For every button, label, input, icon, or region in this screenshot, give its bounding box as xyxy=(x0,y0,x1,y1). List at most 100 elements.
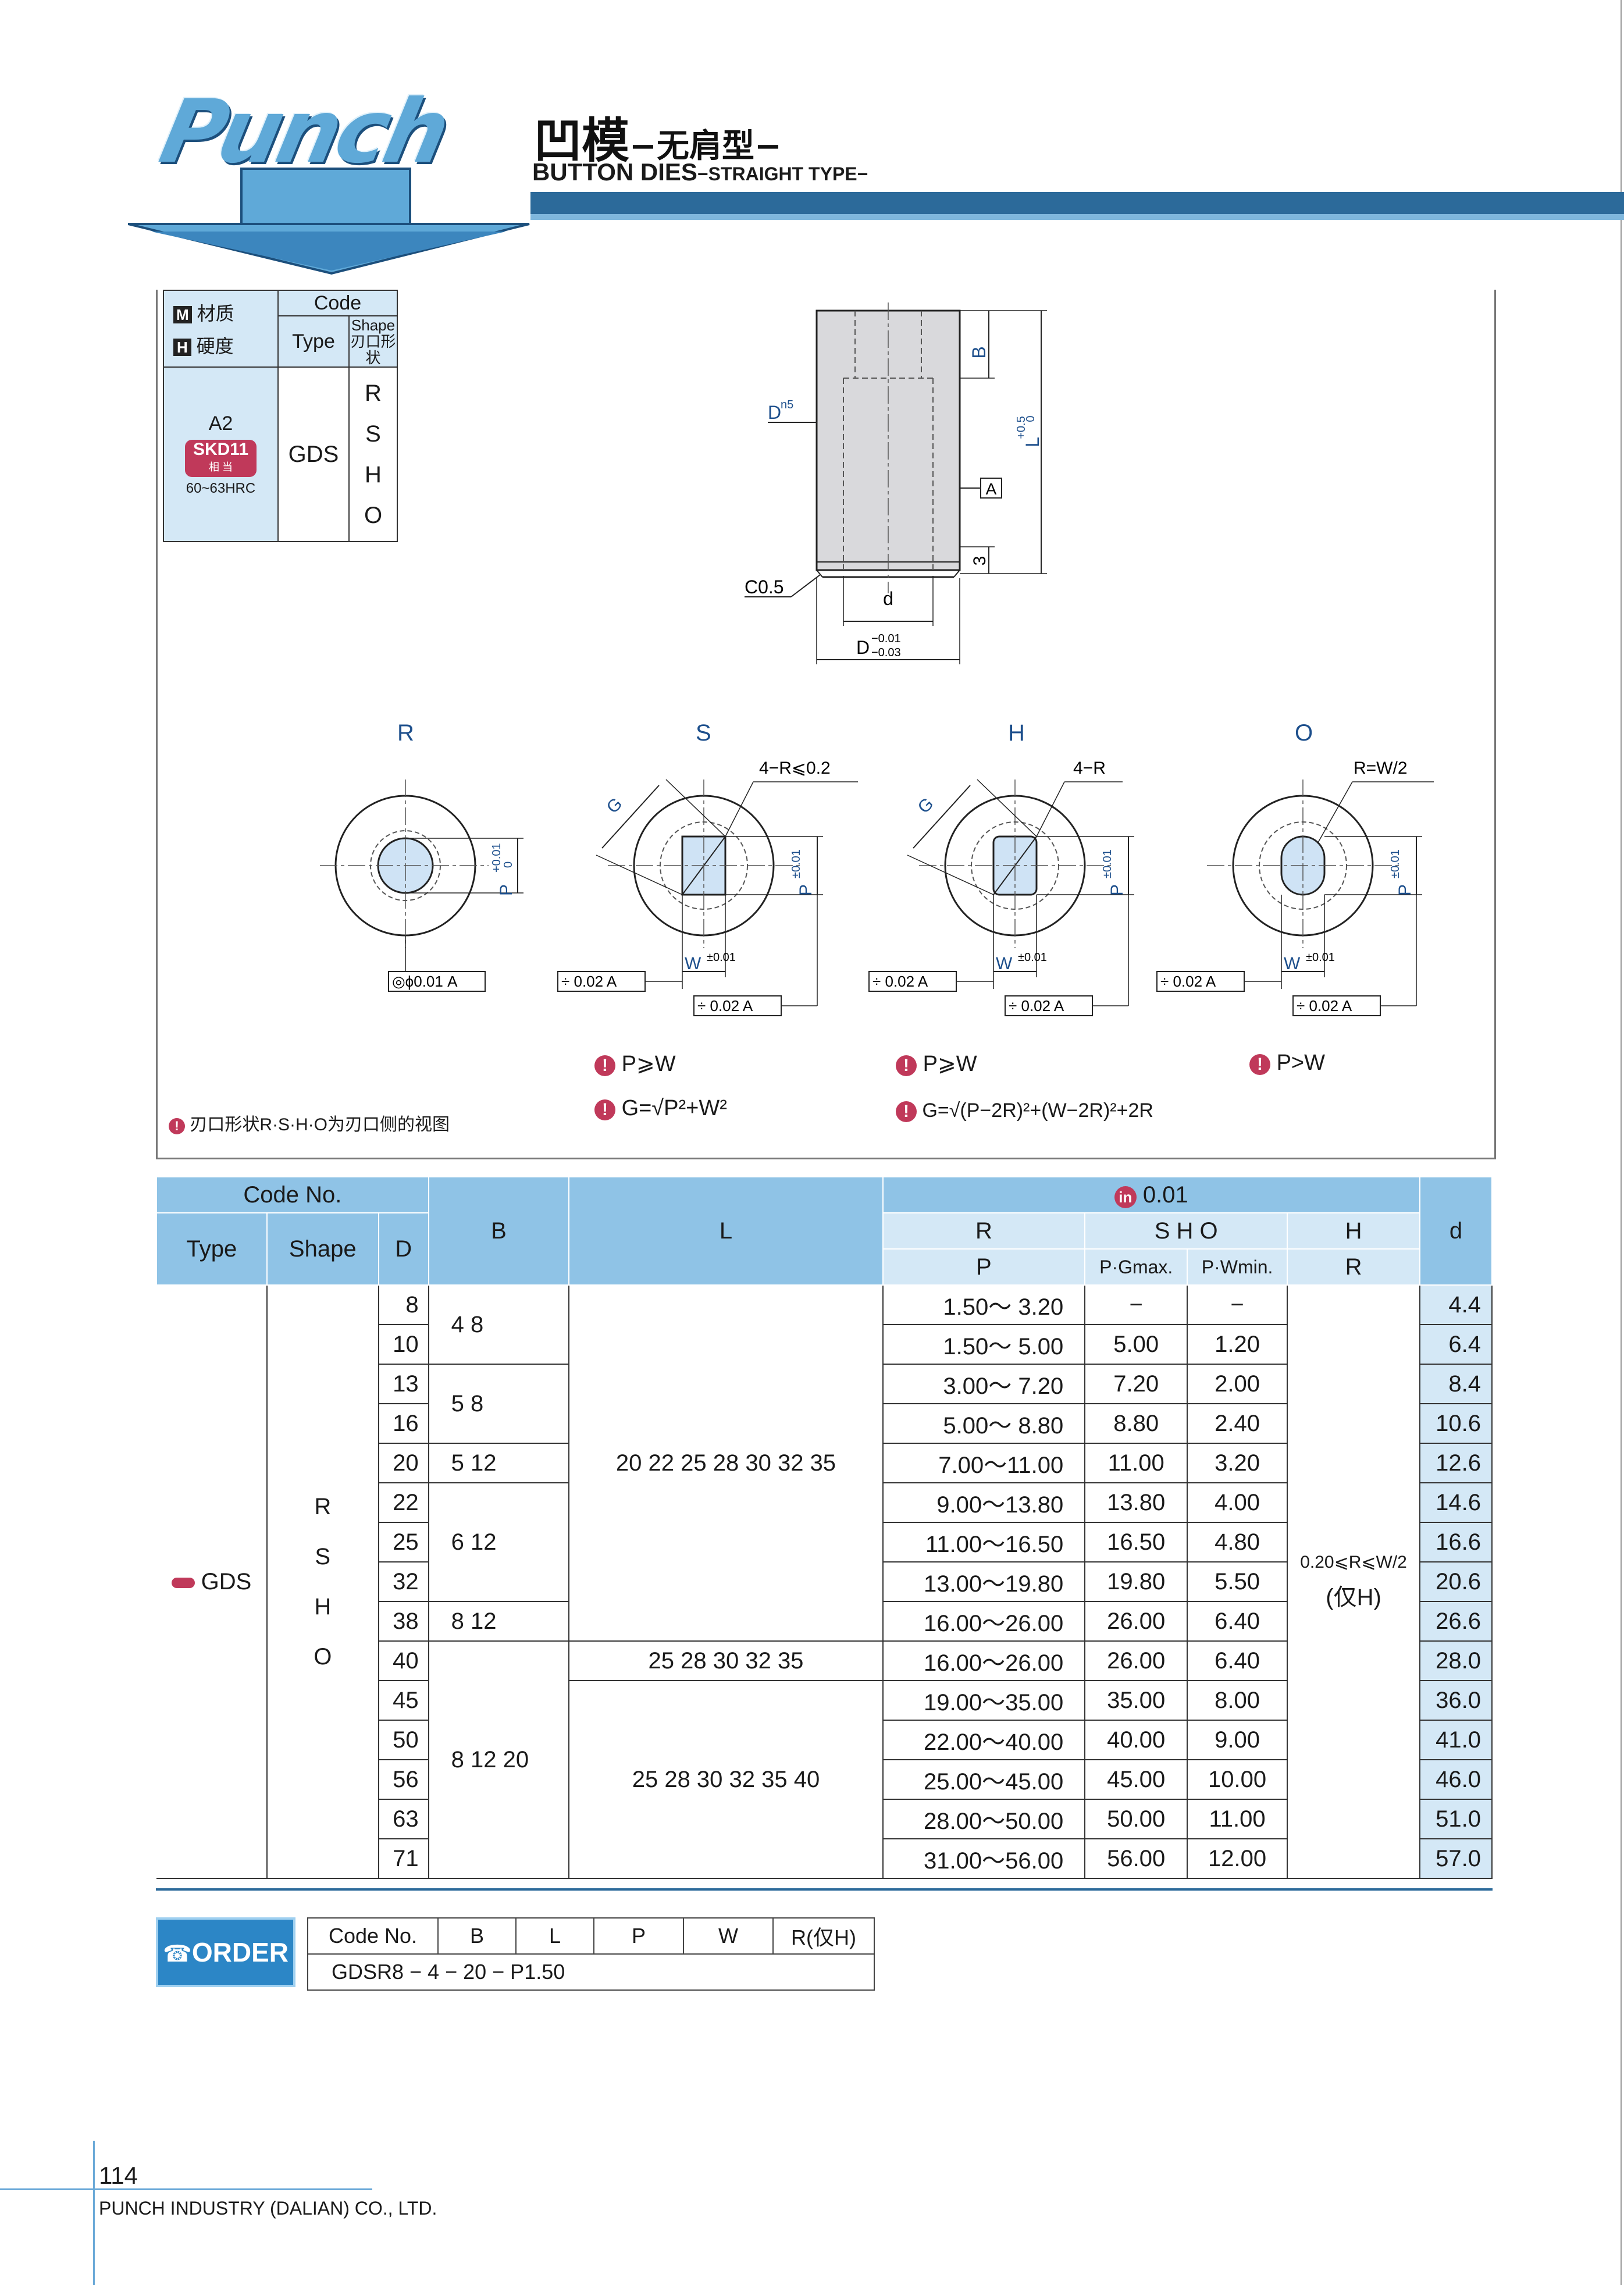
cell-d: 10 xyxy=(377,1324,429,1365)
cell-wmin: 6.40 xyxy=(1187,1640,1288,1681)
cell-d: 13 xyxy=(377,1364,429,1404)
cell-d: 38 xyxy=(377,1601,429,1642)
h-tolerance-2: ÷ 0.02 A xyxy=(1009,997,1064,1015)
cell-b: 6 12 xyxy=(428,1482,570,1602)
cell-l-group3: 25 28 30 32 35 40 xyxy=(568,1680,884,1879)
th-shape: Shape xyxy=(266,1212,379,1286)
rule-o-text: P>W xyxy=(1276,1051,1325,1075)
shape-h: H xyxy=(365,462,382,487)
cell-d: 25 xyxy=(377,1522,429,1563)
unit-text: 0.01 xyxy=(1142,1181,1188,1208)
shape-header-cn: 刃口形状 xyxy=(350,333,396,366)
cell-p: 1.50～ 3.20 xyxy=(882,1284,1086,1325)
s-dim-p: P xyxy=(796,884,815,896)
cell-d: 8 xyxy=(377,1284,429,1325)
material-value: A2 xyxy=(208,412,233,435)
table-row: 71 31.00～56.00 56.00 12.00 57.0 xyxy=(156,1838,1493,1879)
cell-gmax: 5.00 xyxy=(1084,1324,1188,1365)
order-badge: ☎ORDER xyxy=(156,1917,295,1987)
title-cn-sub: −无肩型− xyxy=(629,127,782,165)
table-row: 25 11.00～16.50 16.50 4.80 16.6 xyxy=(156,1522,1493,1563)
cell-wmin: 4.00 xyxy=(1187,1482,1288,1523)
s-dim-w-pm: ±0.01 xyxy=(707,951,736,964)
table-row: 13 5 8 3.00～ 7.20 7.20 2.00 8.4 xyxy=(156,1364,1493,1444)
th-sho: S H O xyxy=(1084,1212,1288,1250)
cell-gmax: 13.80 xyxy=(1084,1482,1188,1523)
cell-d: 63 xyxy=(377,1799,429,1839)
page-number: 114 xyxy=(99,2162,138,2189)
th-code-no: Code No. xyxy=(156,1176,429,1213)
type-cell: GDS xyxy=(156,1284,268,1879)
formula-h: ! G=√(P−2R)²+(W−2R)²+2R xyxy=(896,1099,1153,1122)
header-bar-light xyxy=(530,214,1624,220)
o-dim-w-pm: ±0.01 xyxy=(1306,951,1335,964)
shape-h: H xyxy=(314,1594,332,1620)
r-tolerance: ◎ϕ0.01 A xyxy=(392,973,458,990)
cell-b: 8 12 xyxy=(428,1601,570,1642)
cell-b: 4 8 xyxy=(428,1284,570,1365)
view-s-drawing: 4−R⩽0.2 G P ±0.01 W ±0.01 ÷ 0.02 A ÷ 0.0… xyxy=(557,759,858,1016)
cell-p: 19.00～35.00 xyxy=(882,1680,1086,1721)
s-note: 4−R⩽0.2 xyxy=(759,759,831,778)
cell-d-lower: 36.0 xyxy=(1419,1680,1493,1721)
table-row: 16 5.00～ 8.80 8.80 2.40 10.6 xyxy=(156,1403,1493,1444)
dim-b: B xyxy=(968,346,989,358)
cell-wmin: 4.80 xyxy=(1187,1522,1288,1563)
th-pgmax: P·Gmax. xyxy=(1084,1248,1188,1286)
dim-l: L xyxy=(1022,437,1043,447)
cell-p: 22.00～40.00 xyxy=(882,1720,1086,1760)
cell-wmin: 11.00 xyxy=(1187,1799,1288,1839)
cell-d-lower: 8.4 xyxy=(1419,1364,1493,1404)
h-range-cell: 0.20⩽R⩽W/2(仅H) xyxy=(1287,1284,1420,1879)
o-tolerance-2: ÷ 0.02 A xyxy=(1297,997,1352,1015)
th-r2: R xyxy=(1287,1248,1420,1286)
cell-wmin: 10.00 xyxy=(1187,1759,1288,1800)
o-dim-p-pm: ±0.01 xyxy=(1389,849,1402,878)
cell-gmax: 56.00 xyxy=(1084,1838,1188,1879)
h-icon: H xyxy=(173,339,191,356)
th-r: R xyxy=(882,1212,1086,1250)
cell-gmax: 7.20 xyxy=(1084,1364,1188,1404)
th-d-lower: d xyxy=(1419,1176,1493,1286)
page-title-en: BUTTON DIES−STRAIGHT TYPE− xyxy=(532,158,868,186)
shape-cell: R S H O xyxy=(266,1284,379,1879)
h-dim-g: G xyxy=(914,794,938,817)
table-row: 38 8 12 16.00～26.00 26.00 6.40 26.6 xyxy=(156,1601,1493,1642)
type-header: Type xyxy=(277,315,350,368)
cell-d: 32 xyxy=(377,1561,429,1602)
cell-wmin: 2.40 xyxy=(1187,1403,1288,1444)
cell-gmax: 26.00 xyxy=(1084,1640,1188,1681)
shape-header-en: Shape xyxy=(351,316,396,334)
warning-icon: ! xyxy=(594,1055,615,1076)
cell-gmax: 16.50 xyxy=(1084,1522,1188,1563)
cell-wmin: − xyxy=(1187,1284,1288,1325)
cell-gmax: − xyxy=(1084,1284,1188,1325)
title-en-sub: −STRAIGHT TYPE− xyxy=(697,163,868,184)
table-row: 56 25.00～45.00 45.00 10.00 46.0 xyxy=(156,1759,1493,1800)
in-icon: in xyxy=(1114,1186,1137,1208)
table-row: 22 6 12 9.00～13.80 13.80 4.00 14.6 xyxy=(156,1482,1493,1602)
h-dim-w-pm: ±0.01 xyxy=(1018,951,1047,964)
formula-s: ! G=√P²+W² xyxy=(594,1096,727,1121)
s-tolerance-2: ÷ 0.02 A xyxy=(697,997,753,1015)
page-title-cn: 凹模−无肩型− xyxy=(534,102,782,171)
o-note: R=W/2 xyxy=(1354,759,1408,778)
cell-wmin: 8.00 xyxy=(1187,1680,1288,1721)
badge-sub: 相 当 xyxy=(208,461,233,473)
view-o-drawing: R=W/2 P ±0.01 W ±0.01 ÷ 0.02 A ÷ 0.02 A xyxy=(1156,759,1434,1016)
cell-p: 1.50～ 5.00 xyxy=(882,1324,1086,1365)
h-dim-p: P xyxy=(1107,884,1127,896)
cell-d-lower: 10.6 xyxy=(1419,1403,1493,1444)
cell-d: 50 xyxy=(377,1720,429,1760)
skd11-badge: SKD11 相 当 xyxy=(184,439,257,477)
cell-d: 40 xyxy=(377,1640,429,1681)
order-h-l: L xyxy=(515,1917,594,1955)
shape-cell: R S H O xyxy=(348,366,398,542)
cell-d-lower: 28.0 xyxy=(1419,1640,1493,1681)
th-d-upper: D xyxy=(377,1212,429,1286)
part-drawing: A B L +0.5 0 3 D n5 C0.5 d D −0.01 −0.03 xyxy=(745,302,1047,664)
th-p: P xyxy=(882,1248,1086,1286)
cell-wmin: 9.00 xyxy=(1187,1720,1288,1760)
